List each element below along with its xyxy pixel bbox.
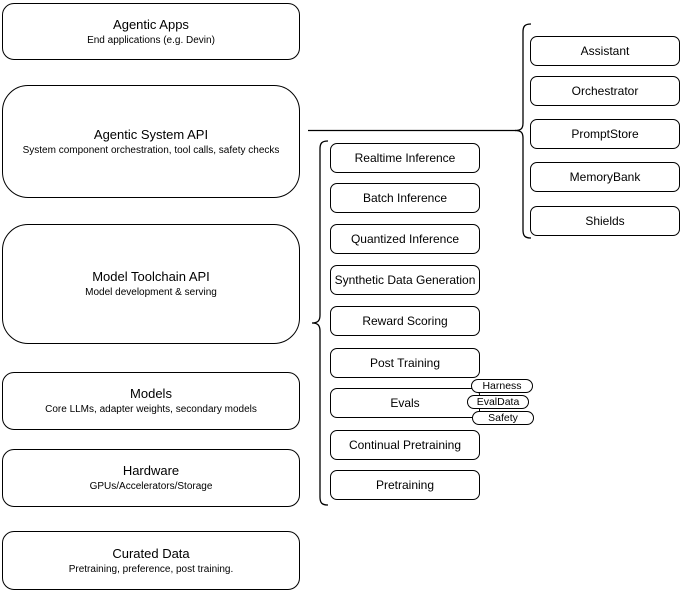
toolchain-box-continual-pretraining: Continual Pretraining <box>330 430 480 460</box>
toolchain-brace <box>311 140 329 506</box>
box-title: Models <box>130 386 172 401</box>
component-box-assistant: Assistant <box>530 36 680 66</box>
evals-tag-safety: Safety <box>472 411 534 425</box>
box-title: Agentic System API <box>93 126 209 142</box>
evals-tag-evaldata: EvalData <box>467 395 529 409</box>
toolchain-box-synthetic-data-generation: Synthetic Data Generation <box>330 265 480 295</box>
toolchain-box-post-training: Post Training <box>330 348 480 378</box>
component-box-orchestrator: Orchestrator <box>530 76 680 106</box>
box-title: Model Toolchain API <box>92 269 210 284</box>
system-components-brace <box>514 23 532 239</box>
box-title: Agentic Apps <box>113 16 189 32</box>
stack-box-agentic-apps: Agentic Apps End applications (e.g. Devi… <box>2 3 300 60</box>
box-title: Hardware <box>122 463 180 478</box>
toolchain-box-evals: Evals <box>330 388 480 418</box>
box-subtitle: Pretraining, preference, post training. <box>68 563 234 575</box>
stack-box-agentic-system-api: Agentic System API System component orch… <box>2 85 300 198</box>
component-box-memorybank: MemoryBank <box>530 162 680 192</box>
box-subtitle: Model development & serving <box>85 287 217 298</box>
box-title: Curated Data <box>112 545 190 561</box>
box-subtitle: System component orchestration, tool cal… <box>22 144 280 156</box>
toolchain-box-reward-scoring: Reward Scoring <box>330 306 480 336</box>
toolchain-box-pretraining: Pretraining <box>330 470 480 500</box>
stack-box-models: Models Core LLMs, adapter weights, secon… <box>2 372 300 430</box>
toolchain-box-batch-inference: Batch Inference <box>330 183 480 213</box>
stack-box-curated-data: Curated Data Pretraining, preference, po… <box>2 531 300 590</box>
box-subtitle: Core LLMs, adapter weights, secondary mo… <box>45 404 257 415</box>
component-box-promptstore: PromptStore <box>530 119 680 149</box>
stack-box-hardware: Hardware GPUs/Accelerators/Storage <box>2 449 300 507</box>
evals-tag-harness: Harness <box>471 379 533 393</box>
toolchain-box-quantized-inference: Quantized Inference <box>330 224 480 254</box>
toolchain-box-realtime-inference: Realtime Inference <box>330 143 480 173</box>
component-box-shields: Shields <box>530 206 680 236</box>
stack-box-model-toolchain-api: Model Toolchain API Model development & … <box>2 224 300 344</box>
box-subtitle: End applications (e.g. Devin) <box>87 34 215 46</box>
box-subtitle: GPUs/Accelerators/Storage <box>89 481 213 492</box>
